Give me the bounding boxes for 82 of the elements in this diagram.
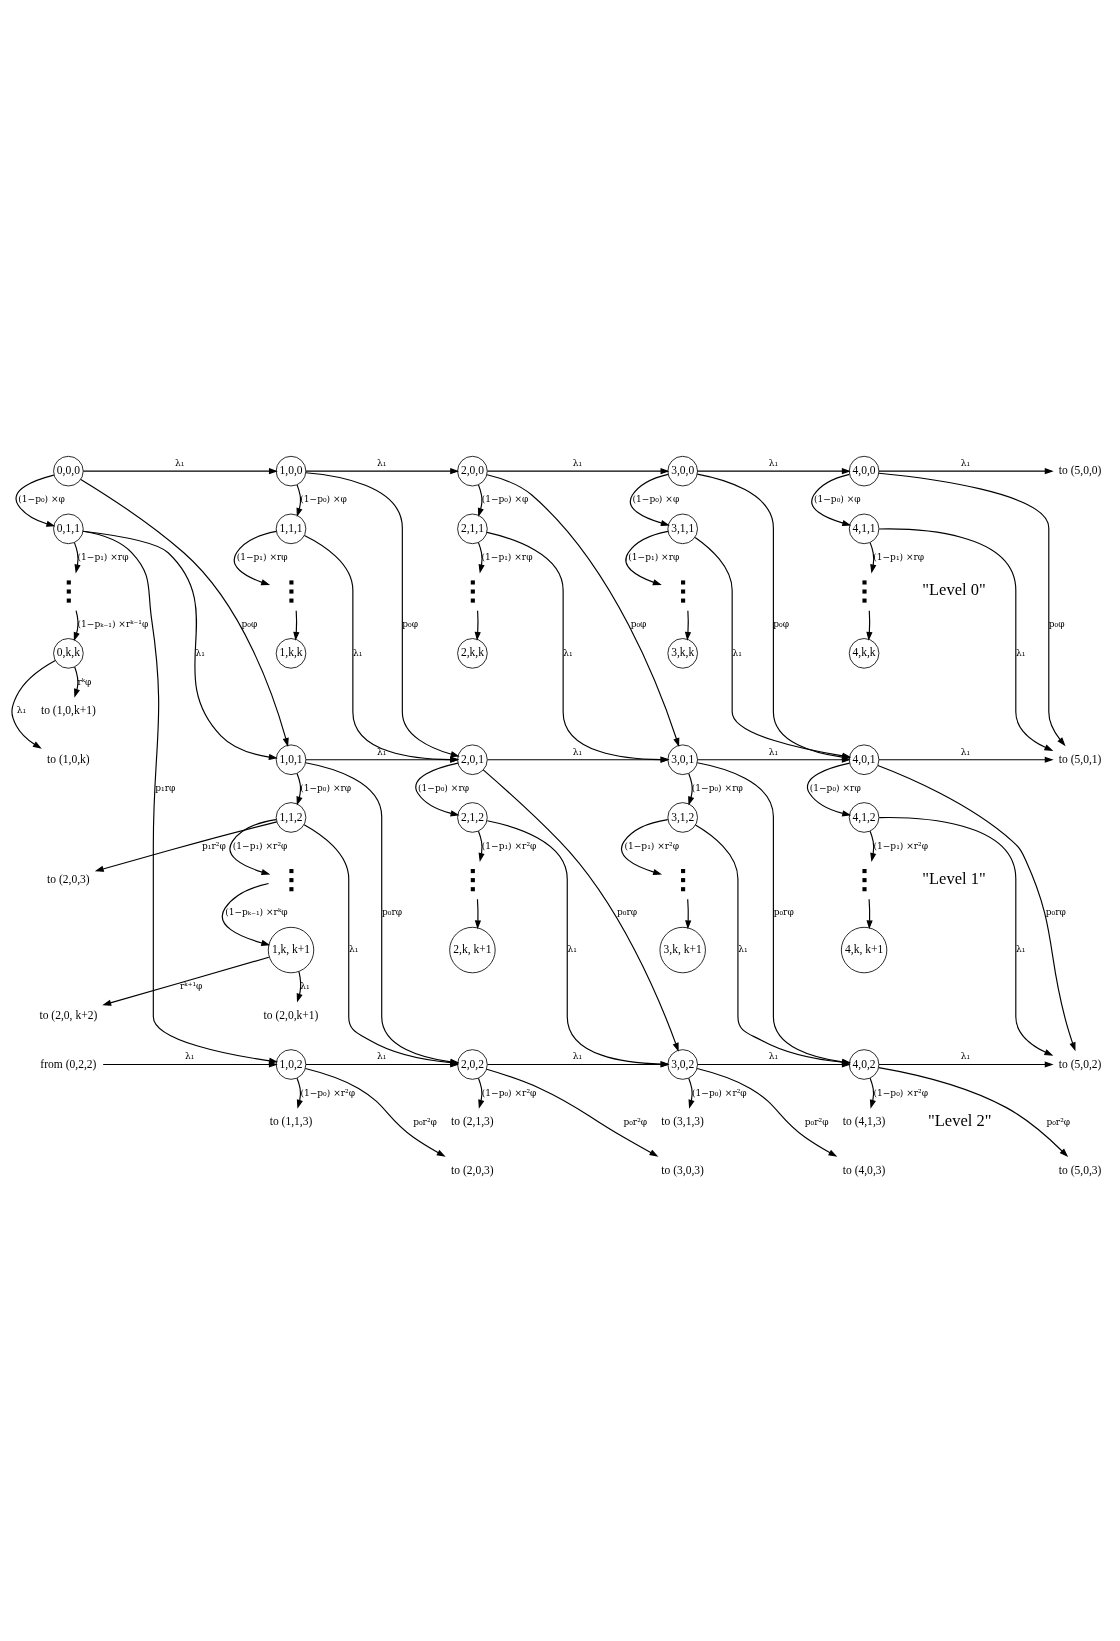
edge-label: λ₁: [377, 1050, 387, 1061]
edge-label: (1−p₀) ×φ: [300, 493, 347, 504]
node-text: to (2,0, k+2): [39, 1008, 98, 1021]
node-text: to (1,0,k): [47, 752, 90, 765]
edge-label: (1−p₁) ×rφ: [873, 551, 925, 562]
edge-label: (1−p₁) ×r²φ: [481, 840, 537, 851]
edge-label: λ₁: [300, 980, 310, 991]
edge-label: p₀φ: [1048, 618, 1065, 629]
edge-label: (1−p₁) ×rφ: [236, 551, 288, 562]
edge-label: λ₁: [175, 457, 185, 468]
edge-label: (1−p₀) ×rφ: [809, 782, 861, 793]
edge-label: (1−p₁) ×r²φ: [624, 840, 680, 851]
edge-label: (1−p₀) ×r²φ: [300, 1087, 356, 1098]
edge-label: λ₁: [353, 647, 363, 658]
node-text: to (1,1,3): [269, 1114, 313, 1127]
edge-label: p₀r²φ: [1046, 1116, 1071, 1127]
edge-label: (1−p₀) ×r²φ: [481, 1087, 537, 1098]
edge-label: λ₁: [732, 647, 742, 658]
edge-label: λ₁: [960, 457, 971, 468]
edge-label: p₀rφ: [1045, 906, 1066, 917]
node-text: to (2,0,3): [47, 872, 90, 885]
node-text: to (5,0,2): [1058, 1057, 1102, 1070]
edge-label: p₁r²φ: [202, 840, 226, 851]
edge-label: λ₁: [960, 1050, 971, 1061]
edge-label: (1−p₀) ×φ: [18, 493, 65, 504]
edge-label: p₀φ: [241, 618, 258, 629]
node-text: to (1,0,k+1): [40, 703, 96, 716]
edge-label: p₀rφ: [773, 906, 794, 917]
edge-label: λ₁: [960, 746, 971, 757]
node-text: to (5,0,0): [1058, 463, 1102, 476]
edge-label: p₁rφ: [155, 782, 176, 793]
edge-label: λ₁: [768, 1050, 779, 1061]
edge-label: p₀r²φ: [623, 1116, 648, 1127]
edge-label: λ₁: [195, 647, 206, 658]
edge-label: p₀φ: [630, 618, 647, 629]
node-text: to (3,1,3): [661, 1114, 704, 1127]
edge-label: p₀r²φ: [804, 1116, 829, 1127]
node-text: from (0,2,2): [40, 1057, 97, 1070]
edge-label: λ₁: [768, 746, 779, 757]
node-text: to (2,1,3): [451, 1114, 494, 1127]
edge-label: λ₁: [572, 1050, 583, 1061]
node-text: to (5,0,3): [1058, 1163, 1102, 1176]
edge-label: rᵏ⁺¹φ: [180, 980, 203, 991]
edge-label: (1−p₁) ×rφ: [481, 551, 533, 562]
edge-label: λ₁: [567, 943, 577, 954]
edge-label: (1−p₀) ×r²φ: [873, 1087, 929, 1098]
edge-label: (1−p₀) ×rφ: [300, 782, 352, 793]
node-text: to (5,0,1): [1058, 752, 1102, 765]
edge-label: (1−p₁) ×r²φ: [232, 840, 288, 851]
edge-label: λ₁: [1016, 647, 1026, 658]
edge-label: (1−pₖ₋₁) ×rᵏφ: [225, 906, 288, 917]
edge-label: p₀rφ: [616, 906, 638, 917]
edge-label: λ₁: [572, 457, 583, 468]
edge-label: λ₁: [377, 746, 387, 757]
edge-label: λ₁: [16, 704, 27, 715]
edge-label: (1−pₖ₋₁) ×rᵏ⁻¹φ: [77, 618, 149, 629]
edge-label: p₀r²φ: [413, 1116, 437, 1127]
edge-label: (1−p₀) ×r²φ: [692, 1087, 747, 1098]
edge-label: (1−p₀) ×φ: [632, 493, 680, 504]
edge-label: λ₁: [377, 457, 387, 468]
label: "Level 2": [928, 1110, 992, 1130]
edge-label: λ₁: [1016, 943, 1026, 954]
edge-label: (1−p₀) ×rφ: [418, 782, 470, 793]
edge-label: λ₁: [348, 943, 359, 954]
edge-label: λ₁: [184, 1050, 195, 1061]
node-text: to (2,0,3): [451, 1163, 494, 1176]
label: "Level 1": [922, 868, 986, 888]
edge-label: (1−p₀) ×φ: [813, 493, 861, 504]
edge-label: λ₁: [572, 746, 583, 757]
label: "Level 0": [922, 579, 986, 599]
node-text: to (3,0,3): [661, 1163, 704, 1176]
edge-label: p₀rφ: [381, 906, 403, 917]
node-text: to (4,1,3): [842, 1114, 886, 1127]
edge-label: (1−p₁) ×rφ: [628, 551, 680, 562]
node-text: to (2,0,k+1): [263, 1008, 319, 1021]
edge-label: (1−p₀) ×φ: [481, 493, 529, 504]
edge-label: λ₁: [768, 457, 779, 468]
node-text: to (4,0,3): [842, 1163, 886, 1176]
edge-label: λ₁: [738, 943, 748, 954]
edge-label: (1−p₁) ×r²φ: [873, 840, 929, 851]
edge-label: (1−p₁) ×rφ: [77, 551, 129, 562]
edge-label: rᵏφ: [77, 676, 92, 687]
